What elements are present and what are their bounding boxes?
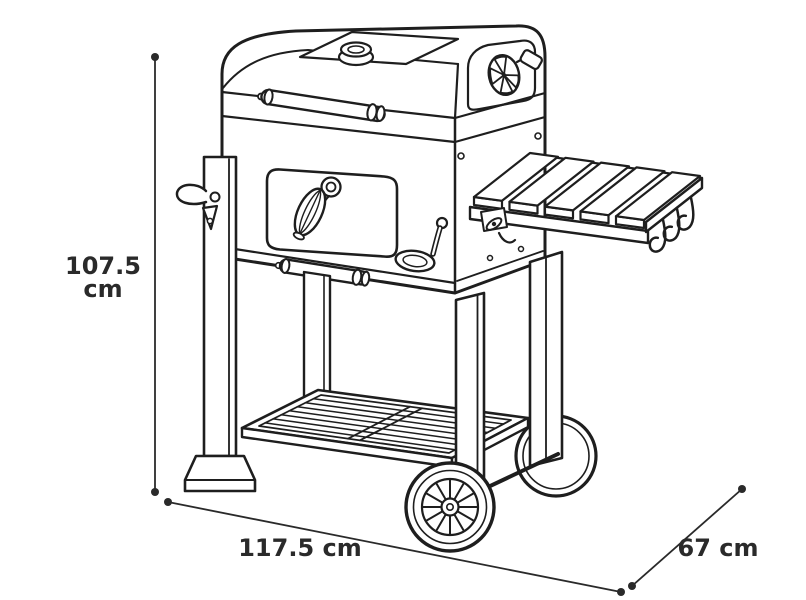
depth-dimension: 67 cm [628, 485, 759, 590]
charcoal-door [265, 168, 399, 258]
dimension-endpoint-dot [151, 488, 159, 496]
dimension-endpoint-dot [617, 588, 625, 596]
dimension-endpoint-dot [164, 498, 172, 506]
height-dimension: 107.5 cm [65, 53, 159, 496]
grill-illustration [175, 24, 704, 553]
damper-knob [519, 49, 543, 71]
damper-wheel-icon [487, 53, 521, 97]
height-unit-label: cm [83, 275, 122, 303]
wheel-spokes [421, 478, 479, 536]
shelf-slats [264, 397, 505, 451]
tool-hooks [648, 195, 695, 253]
leg-foot [183, 454, 257, 493]
vent-cap-top [339, 41, 373, 58]
dimension-endpoint-dot [151, 53, 159, 61]
dimension-endpoint-dot [738, 485, 746, 493]
table-slats [472, 151, 702, 230]
front-left-leg [175, 155, 257, 493]
width-dimension: 117.5 cm [164, 498, 625, 596]
lid-top-vent [298, 30, 460, 67]
screw-dot [534, 132, 542, 140]
width-label: 117.5 cm [238, 534, 362, 562]
wing-knob [480, 207, 517, 244]
side-table [468, 151, 704, 253]
screw-dot [486, 254, 494, 262]
tray-handle [274, 258, 371, 287]
vent-cap-hole [347, 45, 365, 54]
screw-dot [457, 152, 465, 160]
rear-right-leg [528, 250, 564, 468]
side-damper-panel [466, 39, 543, 111]
bottle-opener [175, 183, 221, 231]
screw-dot [517, 245, 525, 253]
dimension-annotations: 107.5 cm 117.5 cm 67 cm [65, 53, 759, 596]
crank-handle [394, 216, 449, 273]
depth-label: 67 cm [678, 534, 759, 562]
door-handle [292, 176, 342, 241]
height-value-label: 107.5 [65, 252, 141, 280]
front-wheel [404, 461, 496, 553]
dimension-endpoint-dot [628, 582, 636, 590]
lid-handle [257, 88, 386, 123]
